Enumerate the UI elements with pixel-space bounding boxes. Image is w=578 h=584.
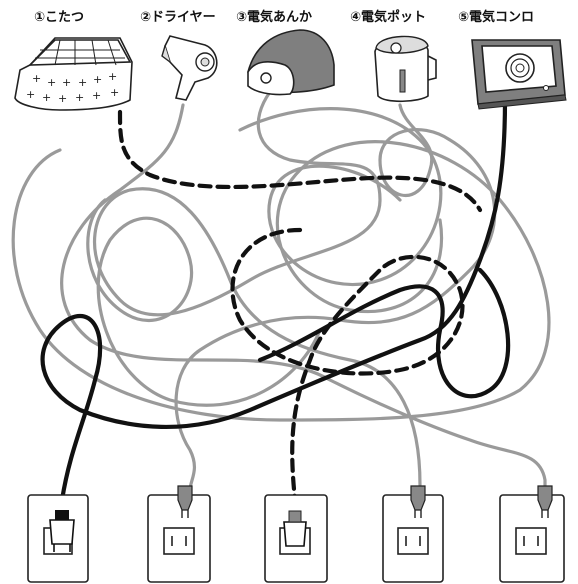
cord-loop-b [86,198,322,407]
wall-outlets [27,485,565,583]
electric-stove-icon [471,39,567,110]
svg-text:+: + [62,76,71,89]
svg-text:+: + [42,91,51,104]
svg-text:+: + [78,76,87,89]
grey-cords [11,90,551,492]
svg-text:+: + [32,72,41,85]
cord-dryer [60,103,547,492]
label-electric-anka: ③電気あんか [236,9,312,25]
cord-stove-black [40,97,508,503]
electric-anka-icon [247,29,335,96]
outlet-5[interactable] [499,485,565,583]
cord-anka [93,90,422,487]
outlet-1[interactable] [27,494,89,583]
label-kotatsu: ①こたつ [34,10,84,25]
cord-loop-c [238,107,443,287]
outlet-3[interactable] [264,494,328,583]
hair-dryer-icon [161,35,218,101]
svg-text:+: + [75,91,84,104]
svg-text:+: + [26,88,35,101]
svg-text:+: + [58,92,67,105]
label-hair-dryer: ②ドライヤー [140,10,216,25]
black-cords [40,97,511,503]
svg-text:+: + [110,86,119,99]
kotatsu-icon: ++++++ ++++++ [14,37,133,111]
cord-pot [174,103,497,492]
svg-text:+: + [47,76,56,89]
outlet-2[interactable] [147,485,211,583]
outlet-4[interactable] [382,485,444,583]
electric-pot-icon [374,35,437,103]
svg-text:+: + [93,73,102,86]
svg-text:+: + [92,89,101,102]
cord-black-loop [257,267,511,399]
cord-kotatsu-dashed [117,109,483,213]
svg-text:+: + [108,70,117,83]
label-electric-stove: ⑤電気コンロ [458,9,534,25]
cord-loop-a [11,140,551,422]
label-electric-pot: ④電気ポット [350,9,426,25]
